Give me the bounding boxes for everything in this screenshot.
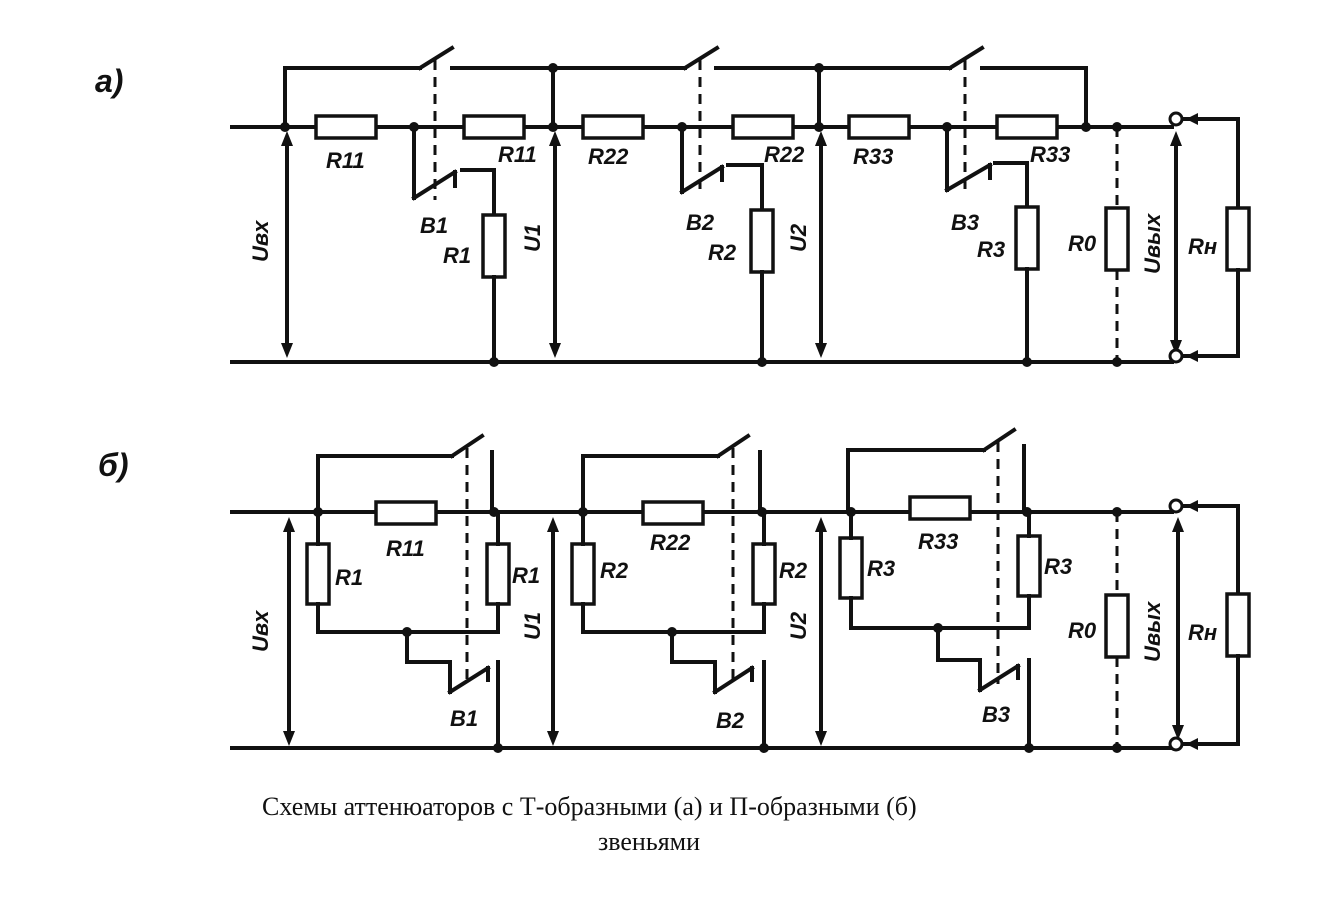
b-label-r3-left: R3 xyxy=(867,556,895,581)
a-resistor-r11-2 xyxy=(462,114,526,140)
a-junctions xyxy=(280,63,1184,367)
b-label-r0: R0 xyxy=(1068,618,1097,643)
panel-a: а) xyxy=(95,45,1251,367)
b-section-3 xyxy=(838,427,1042,750)
b-junctions xyxy=(313,498,1184,753)
caption-line-1: Схемы аттенюаторов с Т-образными (а) и П… xyxy=(262,792,917,821)
a-label-u1: U1 xyxy=(520,224,545,252)
b-section-2 xyxy=(570,433,777,750)
b-label-b3: B3 xyxy=(982,702,1010,727)
b-label-r1-right: R1 xyxy=(512,563,540,588)
b-section-1 xyxy=(305,433,511,750)
b-label-uvyx: Uвых xyxy=(1140,601,1165,662)
a-resistor-r33-2 xyxy=(995,114,1059,140)
b-load-rn xyxy=(1174,500,1251,750)
a-label-b3: B3 xyxy=(951,210,979,235)
a-label-r2: R2 xyxy=(708,240,737,265)
panel-a-label: а) xyxy=(95,63,123,99)
a-label-rn: Rн xyxy=(1188,234,1217,259)
b-label-b1: B1 xyxy=(450,706,478,731)
a-label-uvyx: Uвых xyxy=(1140,213,1165,274)
a-shunt-2 xyxy=(679,125,775,364)
a-shunt-3 xyxy=(944,125,1040,364)
b-resistor-r0 xyxy=(1104,512,1130,748)
panel-b-label: б) xyxy=(98,447,128,483)
a-label-r1: R1 xyxy=(443,243,471,268)
a-label-r11-1: R11 xyxy=(326,148,365,173)
a-label-uvx: Uвх xyxy=(248,220,273,262)
b-label-r11: R11 xyxy=(386,536,425,561)
a-voltage-arrows xyxy=(281,131,1182,358)
a-resistor-r22-1 xyxy=(581,114,645,140)
a-label-r0: R0 xyxy=(1068,231,1097,256)
b-label-rn: Rн xyxy=(1188,620,1217,645)
a-label-r3: R3 xyxy=(977,237,1005,262)
b-label-r1-left: R1 xyxy=(335,565,363,590)
b-label-r33: R33 xyxy=(918,529,958,554)
a-label-u2: U2 xyxy=(786,223,811,252)
a-label-r22-2: R22 xyxy=(764,142,805,167)
b-label-r3-right: R3 xyxy=(1044,554,1072,579)
a-resistor-r22-2 xyxy=(731,114,795,140)
a-bypass-bus xyxy=(283,45,1088,200)
b-label-b2: B2 xyxy=(716,708,745,733)
a-resistor-r0 xyxy=(1104,127,1130,362)
a-label-r33-1: R33 xyxy=(853,144,893,169)
a-label-r33-2: R33 xyxy=(1030,142,1070,167)
b-resistor-r22 xyxy=(641,500,705,526)
a-load-rn xyxy=(1174,113,1251,362)
a-label-r22-1: R22 xyxy=(588,144,629,169)
a-shunt-1 xyxy=(411,125,507,364)
a-resistor-r11-1 xyxy=(314,114,378,140)
a-label-b1: B1 xyxy=(420,213,448,238)
panel-b: б) xyxy=(98,427,1251,753)
b-resistor-r11 xyxy=(374,500,438,526)
b-resistor-r33 xyxy=(908,495,972,521)
caption-line-2: звеньями xyxy=(598,827,700,856)
a-label-b2: B2 xyxy=(686,210,715,235)
a-resistor-r33-1 xyxy=(847,114,911,140)
b-label-r22: R22 xyxy=(650,530,691,555)
b-label-u2: U2 xyxy=(786,611,811,640)
b-label-r2-left: R2 xyxy=(600,558,629,583)
b-label-u1: U1 xyxy=(520,612,545,640)
b-label-uvx: Uвх xyxy=(248,610,273,652)
b-voltage-arrows xyxy=(283,517,1184,746)
a-label-r11-2: R11 xyxy=(498,142,537,167)
b-label-r2-right: R2 xyxy=(779,558,808,583)
